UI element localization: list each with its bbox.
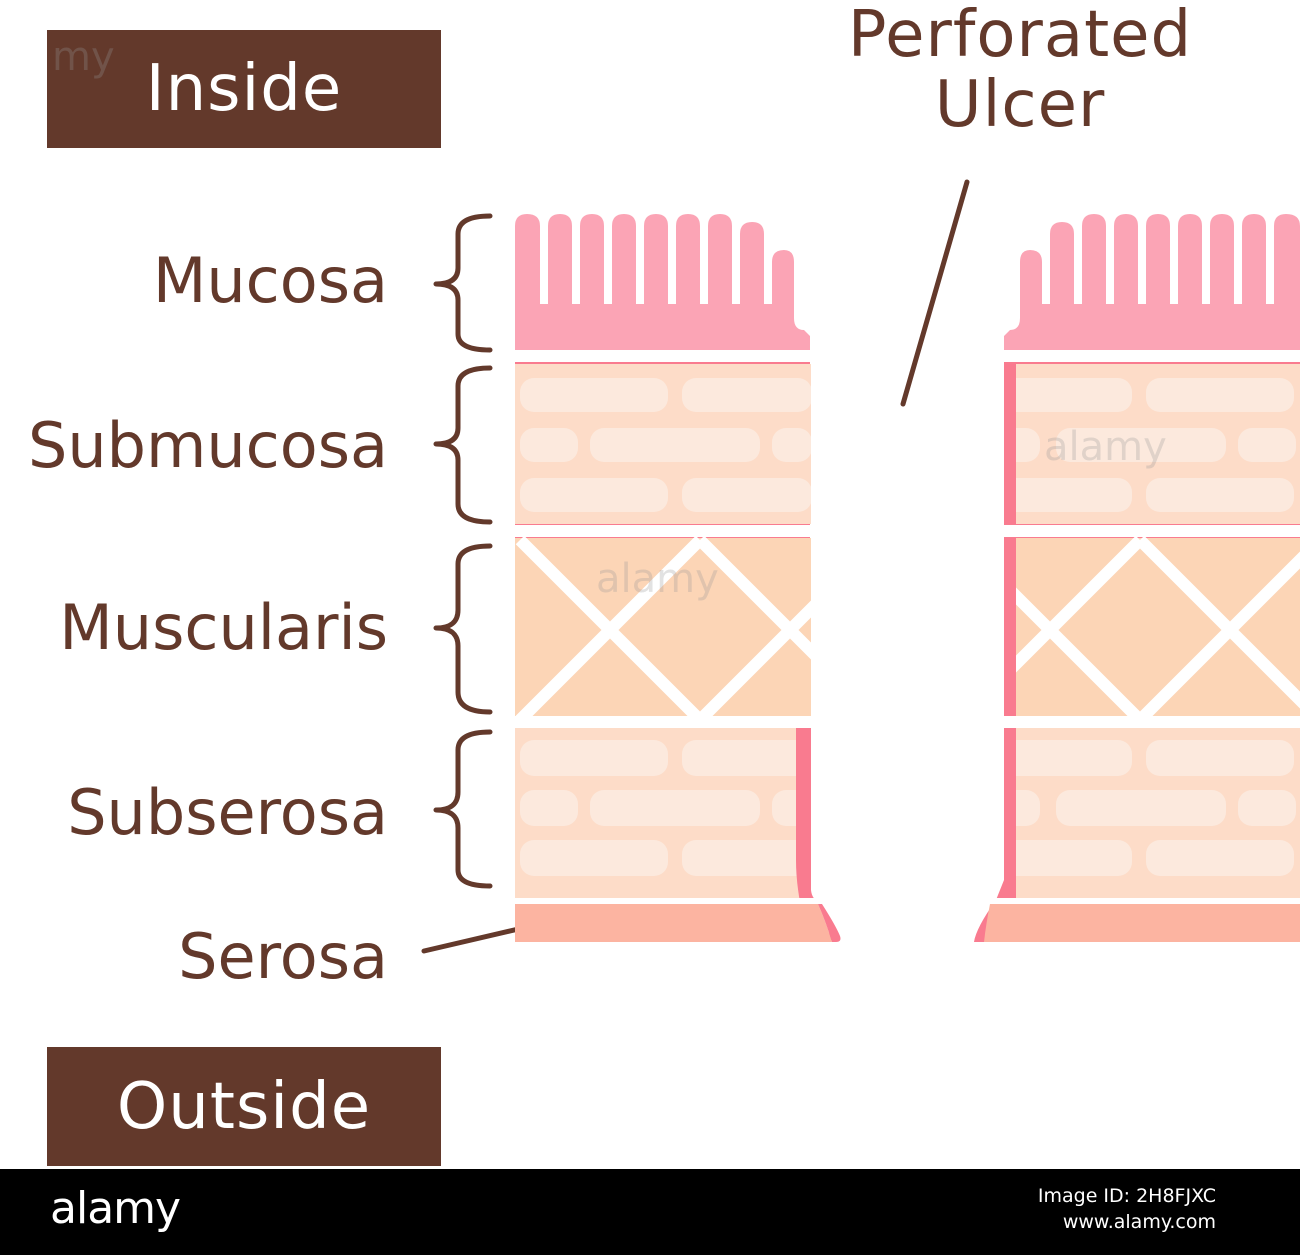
watermark-alamy-left: alamy: [596, 556, 719, 602]
right-muscularis: [1016, 538, 1300, 716]
inside-label-box: Inside: [47, 30, 441, 148]
right-subserosa-cells: [1016, 740, 1296, 876]
right-mucosa: [1004, 214, 1300, 350]
right-wall-section: [974, 214, 1300, 942]
footer-logo: alamy: [50, 1183, 181, 1234]
footer-url: www.alamy.com: [1062, 1211, 1216, 1233]
layer-label-mucosa: Mucosa: [152, 244, 388, 317]
left-mucosa: [515, 214, 810, 350]
left-subserosa-cells: [520, 740, 811, 876]
left-submucosa-cells: [520, 378, 811, 512]
perforated-ulcer-label: Perforated Ulcer: [740, 0, 1300, 140]
layer-label-subserosa: Subserosa: [67, 776, 388, 849]
brace-muscularis: [433, 543, 493, 715]
outside-label-box: Outside: [47, 1047, 441, 1166]
layer-label-submucosa: Submucosa: [27, 409, 388, 482]
brace-subserosa: [433, 729, 493, 889]
brace-submucosa: [433, 365, 493, 525]
layer-label-serosa: Serosa: [178, 920, 388, 993]
stomach-wall-diagram: [421, 179, 1300, 954]
left-muscularis-pattern: [515, 535, 811, 725]
left-wall-section: [512, 214, 841, 942]
perforated-ulcer-line1: Perforated: [847, 0, 1193, 72]
outside-label: Outside: [116, 1069, 372, 1144]
layer-label-muscularis: Muscularis: [59, 591, 388, 664]
ulcer-pointer-line: [900, 179, 970, 407]
right-submucosa-cells: [1016, 378, 1296, 512]
right-muscularis-pattern: [1016, 535, 1300, 725]
footer-bar: alamy Image ID: 2H8FJXC www.alamy.com: [0, 1169, 1300, 1255]
watermark-my: my: [52, 34, 115, 80]
right-serosa: [984, 904, 1300, 942]
footer-image-id: Image ID: 2H8FJXC: [1037, 1185, 1216, 1207]
watermark-alamy-right: alamy: [1044, 424, 1167, 470]
left-serosa: [515, 904, 832, 942]
inside-label: Inside: [145, 52, 343, 126]
brace-mucosa: [433, 213, 493, 353]
perforated-ulcer-line2: Ulcer: [934, 68, 1106, 142]
layer-braces: [433, 213, 493, 889]
